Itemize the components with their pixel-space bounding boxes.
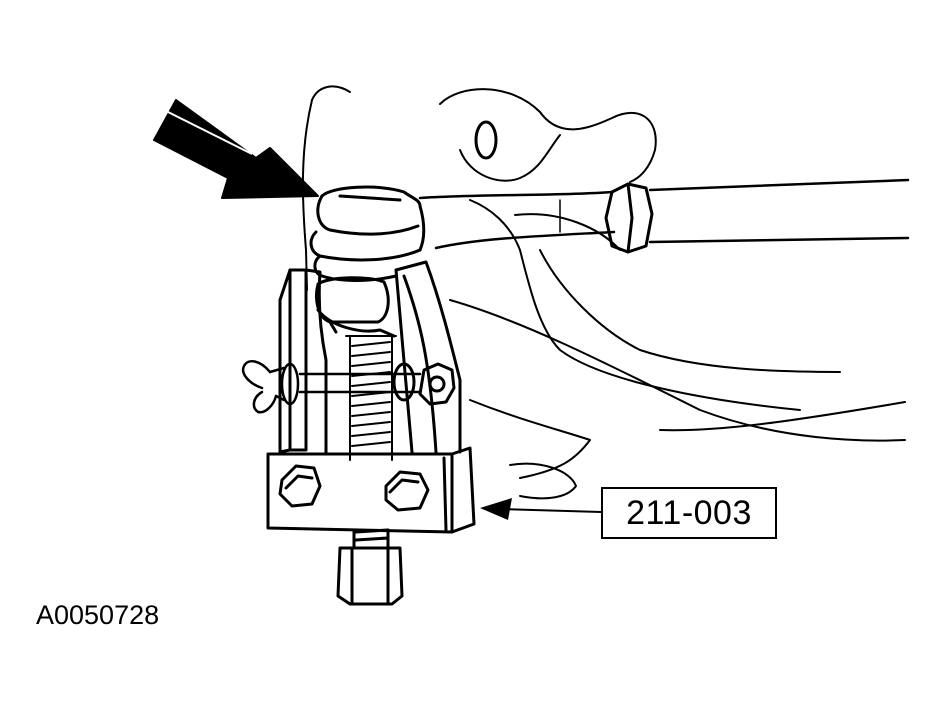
lower-block-bolt-right [384, 470, 430, 512]
tool-upper-jaw [315, 276, 396, 338]
tool-wing-nut [241, 359, 300, 414]
forcing-screw [345, 335, 397, 461]
arrow-down-right-icon [153, 99, 319, 199]
tie-rod-jam-nut [604, 182, 654, 254]
lower-block-bolt-left [278, 464, 322, 508]
arrow-left-icon [480, 498, 602, 520]
tie-rod [418, 178, 910, 250]
steering-knuckle-outline [301, 85, 906, 500]
tool-callout-label: 211-003 [601, 487, 777, 539]
tool-lower-block [266, 446, 476, 534]
tool-side-nut [392, 362, 456, 406]
knuckle-hole [474, 120, 498, 160]
tool-cross-pin [298, 372, 422, 394]
figure-id: A0050728 [36, 600, 160, 630]
forcing-screw-bottom-nut [336, 528, 404, 606]
